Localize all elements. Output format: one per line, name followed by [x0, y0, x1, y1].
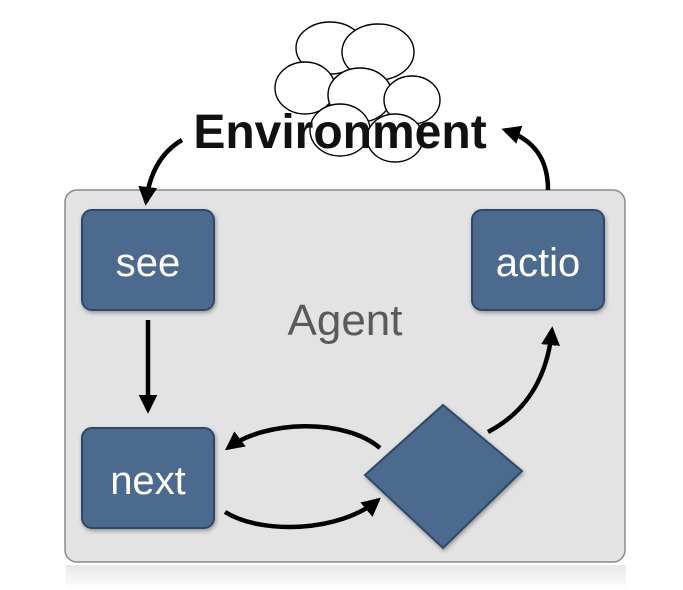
agent-label: Agent [288, 296, 403, 345]
panel-reflection [66, 565, 626, 590]
next-label: next [110, 459, 186, 503]
next-box: next [81, 427, 215, 529]
arrow-next-to-state [223, 497, 381, 530]
cloud-icon [274, 21, 441, 163]
action-box: actio [471, 209, 605, 311]
arrow-environment-to-see [138, 138, 184, 206]
arrow-state-to-next [224, 424, 382, 451]
action-label: actio [496, 241, 581, 285]
see-label: see [116, 241, 181, 285]
environment-label: Environment [193, 106, 486, 159]
diamond-shape [363, 403, 524, 550]
arrow-action-to-environment [501, 125, 551, 191]
see-box: see [81, 209, 215, 311]
arrow-state-to-action [486, 326, 560, 434]
